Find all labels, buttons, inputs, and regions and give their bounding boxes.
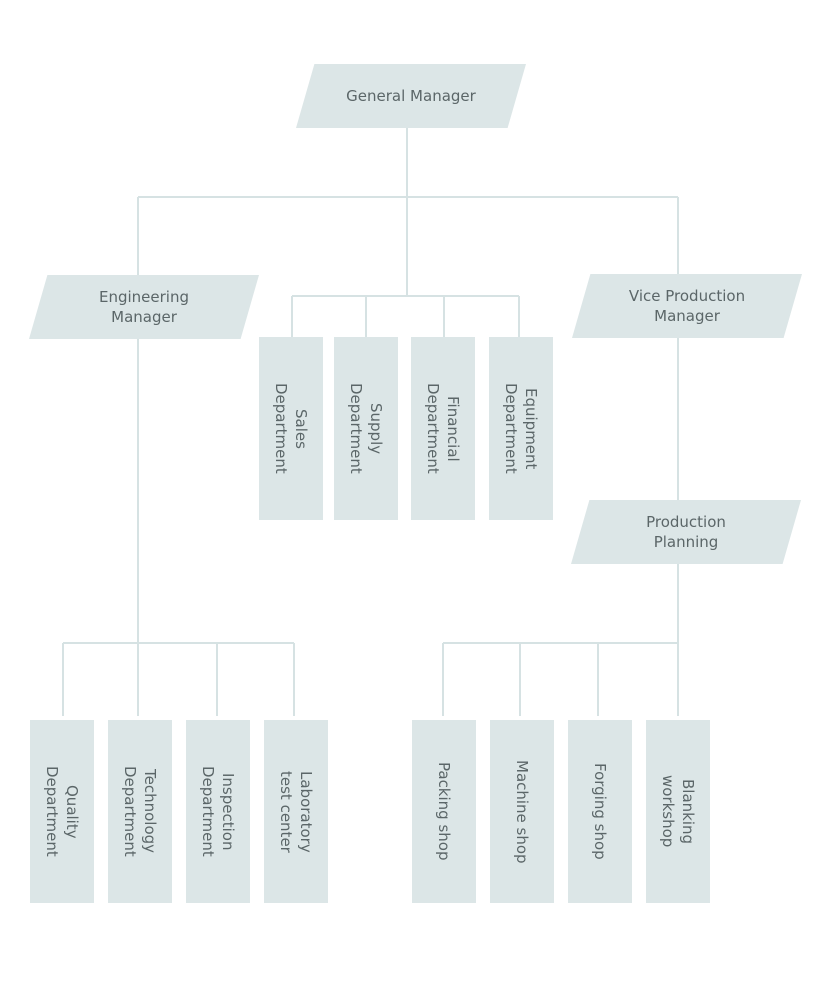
node-label: Machine shop — [513, 759, 531, 864]
node-supply-department: Supply Department — [334, 337, 398, 520]
node-label: Engineering Manager — [99, 288, 189, 326]
node-label: Supply Department — [347, 383, 385, 474]
node-vice-production-manager: Vice Production Manager — [572, 274, 802, 338]
node-blanking-workshop: Blanking workshop — [646, 720, 710, 903]
node-label: Packing shop — [435, 762, 453, 861]
node-label: Forging shop — [591, 763, 609, 860]
node-label: Inspection Department — [199, 766, 237, 857]
node-label: Production Planning — [646, 513, 726, 551]
node-equipment-department: Equipment Department — [489, 337, 553, 520]
node-technology-department: Technology Department — [108, 720, 172, 903]
node-label: Blanking workshop — [659, 775, 697, 848]
node-label: Laboratory test center — [277, 770, 315, 853]
node-label: Vice Production Manager — [628, 287, 746, 325]
node-label: Equipment Department — [502, 383, 540, 474]
node-financial-department: Financial Department — [411, 337, 475, 520]
node-engineering-manager: Engineering Manager — [29, 275, 259, 339]
node-label: Sales Department — [272, 383, 310, 474]
node-production-planning: Production Planning — [571, 500, 801, 564]
node-forging-shop: Forging shop — [568, 720, 632, 903]
node-label: Financial Department — [424, 383, 462, 474]
node-machine-shop: Machine shop — [490, 720, 554, 903]
node-inspection-department: Inspection Department — [186, 720, 250, 903]
node-general-manager: General Manager — [296, 64, 526, 128]
node-label: Technology Department — [121, 766, 159, 857]
node-label: Quality Department — [43, 766, 81, 857]
node-laboratory-test-center: Laboratory test center — [264, 720, 328, 903]
node-packing-shop: Packing shop — [412, 720, 476, 903]
node-sales-department: Sales Department — [259, 337, 323, 520]
node-quality-department: Quality Department — [30, 720, 94, 903]
node-label: General Manager — [346, 87, 476, 105]
